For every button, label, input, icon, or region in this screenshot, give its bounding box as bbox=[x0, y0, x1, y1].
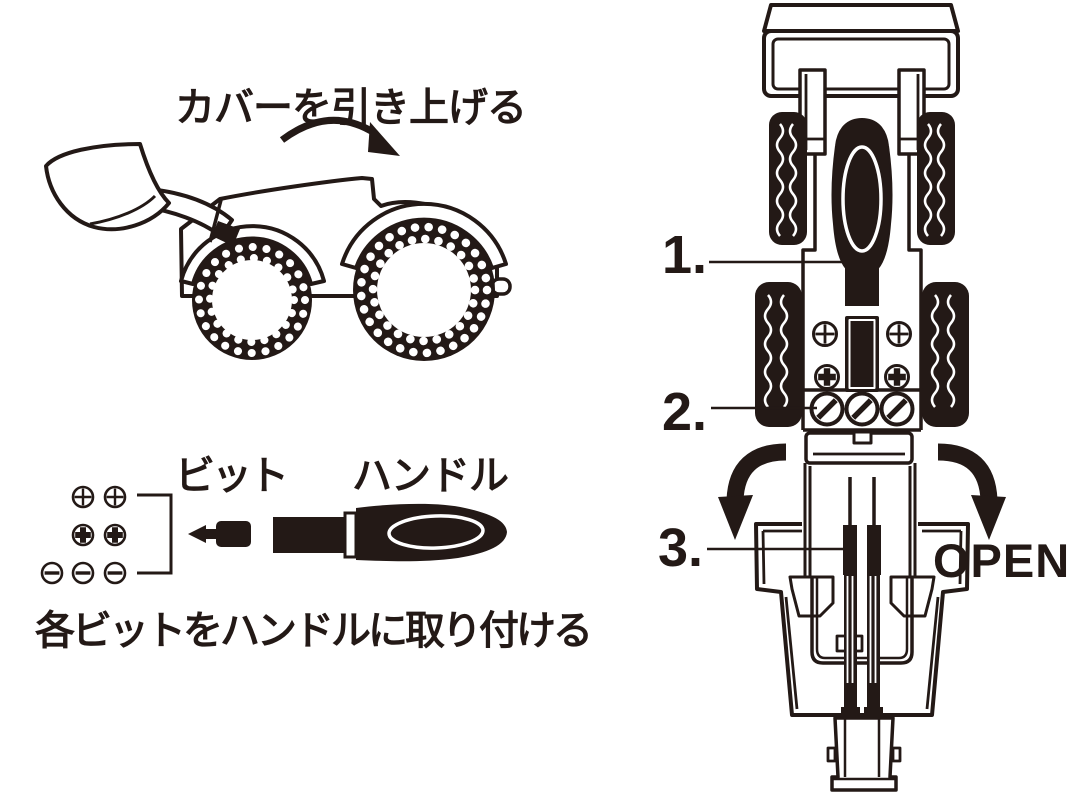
bucket bbox=[44, 142, 171, 232]
slotted-bit-icon bbox=[103, 561, 127, 585]
handle-collar bbox=[343, 511, 358, 559]
callout-1-label: 1. bbox=[662, 225, 707, 285]
bit-label: ビット bbox=[175, 454, 286, 498]
stored-handle-highlight bbox=[841, 145, 883, 253]
bucket-lip-line bbox=[89, 194, 157, 226]
phillips-bit-icon bbox=[103, 485, 127, 509]
neck bbox=[804, 430, 914, 465]
screwdriver-handle bbox=[273, 503, 507, 562]
callout-3-label: 3. bbox=[658, 518, 703, 578]
cover-step-illustration: カバーを引き上げる bbox=[44, 86, 527, 361]
slotted-bit-icon bbox=[71, 561, 95, 585]
stored-handle bbox=[831, 118, 893, 392]
slotted-screw-icon bbox=[882, 394, 913, 425]
tire-tread-lines bbox=[763, 123, 956, 408]
phillips-bit-filled-icon bbox=[73, 525, 93, 545]
open-arrow-left-icon bbox=[718, 443, 787, 540]
front-wheel bbox=[192, 240, 312, 360]
arm-joint-shadow bbox=[212, 221, 240, 246]
phillips-screw-filled-icon bbox=[886, 366, 909, 389]
rear-fender bbox=[340, 202, 508, 270]
loader-side-view bbox=[44, 142, 512, 361]
rotate-arrow-icon bbox=[279, 116, 400, 156]
body-column bbox=[788, 460, 936, 665]
phillips-screw-icon bbox=[886, 321, 912, 347]
open-step-illustration: 1. 2. 3. OPEN bbox=[658, 3, 1070, 792]
bits-bracket bbox=[137, 493, 173, 575]
phillips-screw-icon bbox=[812, 321, 838, 347]
stored-bit-rods bbox=[841, 477, 883, 717]
handle-label: ハンドル bbox=[352, 454, 508, 498]
handle-grip-highlight bbox=[387, 514, 485, 550]
base-hitch bbox=[826, 716, 902, 792]
bit-step-caption: 各ビットをハンドルに取り付ける bbox=[35, 609, 590, 653]
open-label: OPEN bbox=[933, 534, 1070, 587]
cover-inner-lines bbox=[761, 529, 963, 710]
phillips-bit-filled-icon bbox=[105, 525, 125, 545]
open-arrow-right-icon bbox=[937, 443, 1006, 540]
slotted-screw-icon bbox=[847, 394, 878, 425]
rear-wheel bbox=[353, 219, 495, 361]
cab-pillar-line bbox=[208, 199, 223, 243]
phillips-bit-icon bbox=[71, 485, 95, 509]
slotted-bit-icon bbox=[40, 561, 64, 585]
bucket-top-view bbox=[762, 3, 960, 98]
inner-tray bbox=[810, 577, 914, 665]
screwdriver-bit bbox=[188, 521, 251, 547]
phillips-screw-filled-icon bbox=[816, 366, 839, 389]
wheels-top-view bbox=[755, 112, 969, 427]
bit-step-illustration: ビット ハンドル 各ビットをハンドルに取り付ける bbox=[35, 454, 593, 653]
callout-2-label: 2. bbox=[662, 382, 707, 442]
body-mid bbox=[801, 152, 923, 432]
